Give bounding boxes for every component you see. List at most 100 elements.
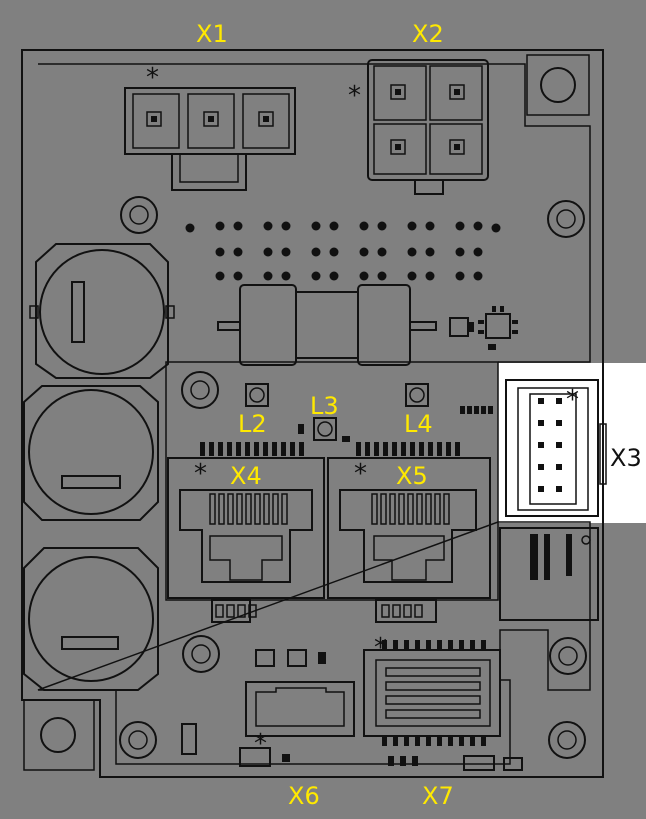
via	[263, 247, 273, 257]
small-pads	[200, 406, 493, 456]
x7-pin	[393, 640, 398, 650]
via	[281, 271, 291, 281]
smd-pad	[460, 406, 465, 414]
smd-pad	[290, 442, 295, 456]
x7-contact-row	[385, 667, 481, 677]
smd-pad	[218, 442, 223, 456]
rj-contact	[371, 493, 378, 525]
label-l2: L2	[238, 410, 267, 438]
smd-pad	[410, 442, 415, 456]
via	[425, 247, 435, 257]
via	[359, 221, 369, 231]
smd-pad	[356, 442, 361, 456]
via	[215, 221, 225, 231]
connector-x3	[505, 379, 607, 517]
smd-pad	[299, 442, 304, 456]
via	[215, 247, 225, 257]
connector-x1	[124, 87, 296, 191]
via	[377, 271, 387, 281]
smd-pad	[437, 442, 442, 456]
smd-pad	[401, 442, 406, 456]
led-l3	[298, 417, 350, 442]
rj-contact	[281, 493, 288, 525]
x7-pin	[382, 640, 387, 650]
smd-pad	[374, 442, 379, 456]
x3-pins	[538, 398, 562, 492]
x7-contact-row	[385, 681, 481, 691]
label-x4: X4	[230, 462, 262, 490]
via	[455, 247, 465, 257]
rj-contact	[416, 493, 423, 525]
screw-hole-7	[548, 721, 586, 759]
label-x5: X5	[396, 462, 428, 490]
smd-pad	[481, 406, 486, 414]
screw-hole-4	[182, 635, 220, 673]
via	[425, 271, 435, 281]
smd-pad	[428, 442, 433, 456]
rj-contact	[218, 493, 225, 525]
via	[425, 221, 435, 231]
x3-pin	[556, 420, 562, 426]
label-l3: L3	[310, 392, 339, 420]
via	[281, 247, 291, 257]
via	[473, 221, 483, 231]
smd-pad	[200, 442, 205, 456]
smd-pad	[272, 442, 277, 456]
rj-contact	[398, 493, 405, 525]
rj-contact	[380, 493, 387, 525]
smd-pad	[254, 442, 259, 456]
via	[311, 271, 321, 281]
via	[215, 271, 225, 281]
smd-pad	[236, 442, 241, 456]
x7-pin	[415, 640, 420, 650]
smd-pad	[474, 406, 479, 414]
smd-pad	[392, 442, 397, 456]
via	[311, 247, 321, 257]
label-x2: X2	[412, 20, 444, 48]
smd-pad	[488, 406, 493, 414]
rj-contact	[407, 493, 414, 525]
label-x6: X6	[288, 782, 320, 810]
x7-pin	[459, 736, 464, 746]
capacitor-1	[29, 243, 175, 379]
rj-contact	[434, 493, 441, 525]
rj-contact	[236, 493, 243, 525]
power-resistor	[217, 284, 518, 366]
rj-pin	[226, 604, 235, 618]
x7-pin	[448, 640, 453, 650]
rj-contact	[227, 493, 234, 525]
smd-pad	[245, 442, 250, 456]
x7-pin	[404, 736, 409, 746]
x7-pin	[393, 736, 398, 746]
rj-contact	[263, 493, 270, 525]
rj45-x4	[167, 457, 325, 623]
screw-hole-1	[120, 196, 158, 234]
via-field	[185, 221, 501, 281]
x7-pin	[404, 640, 409, 650]
rj-contact	[389, 493, 396, 525]
x7-pin	[470, 736, 475, 746]
smd-pad	[419, 442, 424, 456]
via	[185, 223, 195, 233]
x7-contact-row	[385, 709, 481, 719]
rj-pin	[403, 604, 412, 618]
rj-pin	[248, 604, 257, 618]
x7-pin	[481, 640, 486, 650]
screw-hole-5	[549, 637, 587, 675]
label-l4: L4	[404, 410, 433, 438]
board-outline	[21, 49, 604, 778]
rj-pin	[392, 604, 401, 618]
pin1-marker-x4: *	[194, 459, 207, 489]
via	[377, 247, 387, 257]
led-l4	[405, 383, 429, 407]
x7-pin	[426, 736, 431, 746]
rj-contact	[245, 493, 252, 525]
connector-x6	[239, 649, 355, 767]
x3-pin	[556, 464, 562, 470]
led-l2	[245, 383, 269, 407]
connector-x7	[363, 640, 523, 771]
via	[455, 271, 465, 281]
rj-contact	[254, 493, 261, 525]
label-x3: X3	[610, 444, 642, 472]
